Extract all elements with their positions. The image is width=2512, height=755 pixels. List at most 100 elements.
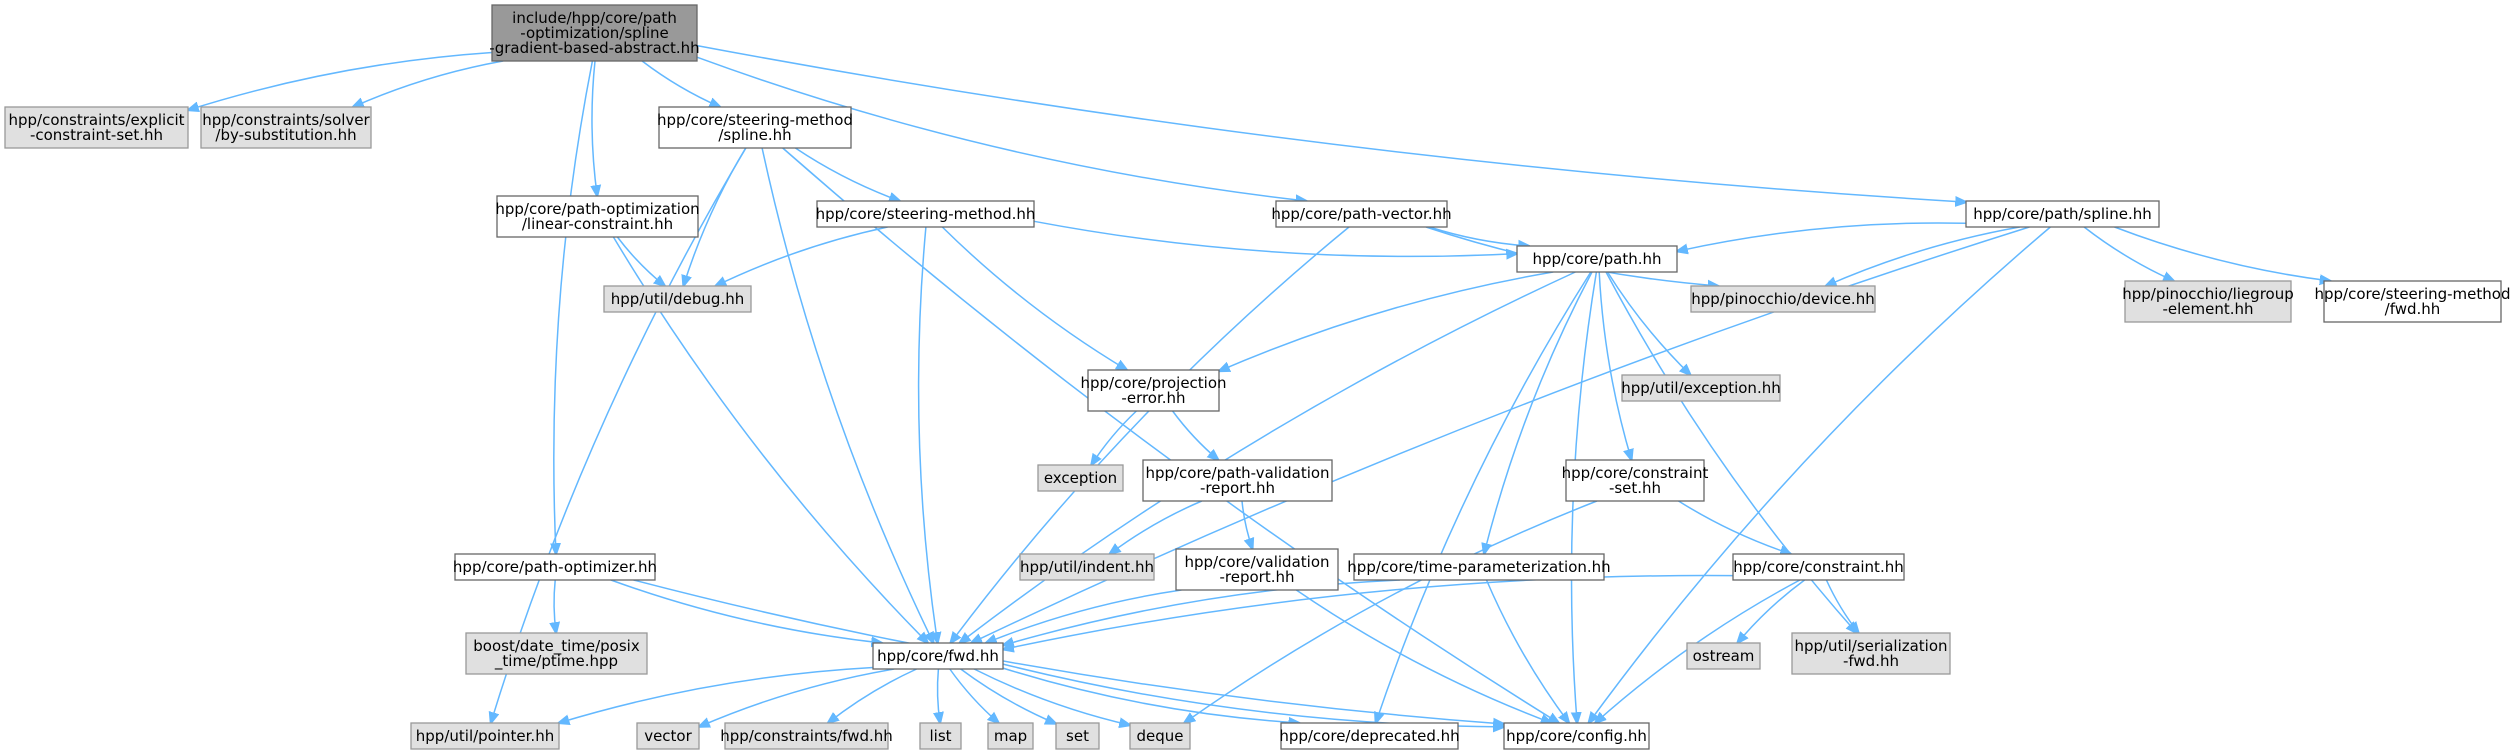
node-label-line: vector bbox=[644, 727, 692, 745]
node-explicit: hpp/constraints/explicit-constraint-set.… bbox=[4, 106, 189, 149]
edge-fwd-to-set bbox=[960, 668, 1056, 724]
node-serial: hpp/util/serialization-fwd.hh bbox=[1791, 632, 1951, 675]
node-box-constraint bbox=[1732, 553, 1905, 581]
node-box-root bbox=[491, 4, 698, 62]
node-box-liegroup bbox=[2124, 280, 2292, 323]
node-steering[interactable]: hpp/core/steering-method.hh bbox=[816, 200, 1036, 228]
node-label-line: hpp/core/steering-method bbox=[657, 111, 853, 129]
edge-path-to-utilexc bbox=[1606, 271, 1691, 375]
node-label-line: hpp/core/time-parameterization.hh bbox=[1347, 558, 1610, 576]
node-label-line: list bbox=[929, 727, 951, 745]
node-label-line: hpp/pinocchio/device.hh bbox=[1691, 290, 1874, 308]
edge-root-to-pathvector bbox=[696, 56, 1306, 201]
edge-steering-to-fwd bbox=[917, 226, 938, 643]
node-timeparam[interactable]: hpp/core/time-parameterization.hh bbox=[1347, 553, 1611, 581]
node-constraint[interactable]: hpp/core/constraint.hh bbox=[1732, 553, 1905, 581]
node-smspline[interactable]: hpp/core/steering-method/spline.hh bbox=[657, 106, 853, 149]
node-config[interactable]: hpp/core/config.hh bbox=[1503, 722, 1650, 750]
node-set: set bbox=[1055, 722, 1100, 750]
node-box-pathopt bbox=[454, 553, 656, 581]
edge-root-to-lincon bbox=[592, 60, 597, 196]
node-box-ostream bbox=[1686, 642, 1761, 670]
node-label-line: /linear-constraint.hh bbox=[522, 215, 673, 233]
edge-constraint-to-fwd bbox=[1003, 574, 1734, 649]
node-label-line: hpp/pinocchio/liegroup bbox=[2122, 285, 2294, 303]
edge-fwd-to-consfwd bbox=[828, 668, 917, 723]
edge-root-to-smspline bbox=[641, 60, 720, 107]
edge-pathvector-to-path bbox=[1429, 226, 1530, 246]
node-box-deque bbox=[1129, 722, 1191, 750]
edge-valreport-to-fwd bbox=[986, 589, 1182, 643]
node-label-line: -set.hh bbox=[1609, 479, 1661, 497]
node-label-line: hpp/util/serialization bbox=[1794, 637, 1947, 655]
node-deprecated[interactable]: hpp/core/deprecated.hh bbox=[1279, 722, 1460, 750]
edge-path-to-serial bbox=[1605, 271, 1857, 633]
edge-lincon-to-debug bbox=[616, 236, 665, 286]
node-box-indent bbox=[1019, 553, 1155, 581]
node-box-vector bbox=[636, 722, 700, 750]
edge-path-to-conset bbox=[1598, 271, 1631, 460]
edge-fwd-to-list bbox=[938, 668, 941, 723]
node-label-line: -element.hh bbox=[2162, 300, 2253, 318]
node-label-line: hpp/core/constraint bbox=[1562, 464, 1709, 482]
edge-path-to-deprecated bbox=[1376, 271, 1592, 723]
edge-steering-to-path bbox=[1033, 220, 1517, 256]
node-label-line: hpp/util/pointer.hh bbox=[416, 727, 554, 745]
node-lincon[interactable]: hpp/core/path-optimization/linear-constr… bbox=[495, 195, 700, 238]
node-projerr[interactable]: hpp/core/projection-error.hh bbox=[1080, 369, 1227, 412]
node-label-line: ostream bbox=[1693, 647, 1755, 665]
node-box-utilexc bbox=[1621, 374, 1781, 402]
node-boostdt: boost/date_time/posix_time/ptime.hpp bbox=[465, 632, 648, 675]
edge-pathspline-to-config bbox=[1589, 226, 2051, 723]
node-label-line: hpp/core/steering-method bbox=[2314, 285, 2510, 303]
node-valreport[interactable]: hpp/core/validation-report.hh bbox=[1175, 548, 1339, 591]
node-map: map bbox=[987, 722, 1034, 750]
node-pvreport[interactable]: hpp/core/path-validation-report.hh bbox=[1142, 459, 1333, 502]
node-label-line: /spline.hh bbox=[718, 126, 791, 144]
node-box-smfwd bbox=[2323, 280, 2502, 323]
node-label-line: hpp/core/path/spline.hh bbox=[1973, 205, 2152, 223]
edge-timeparam-to-fwd bbox=[1003, 579, 1401, 645]
node-box-map bbox=[987, 722, 1034, 750]
edge-projerr-to-pvreport bbox=[1171, 410, 1219, 460]
node-vector: vector bbox=[636, 722, 700, 750]
node-list: list bbox=[919, 722, 962, 750]
node-pathvector[interactable]: hpp/core/path-vector.hh bbox=[1271, 200, 1452, 228]
node-box-exception bbox=[1037, 464, 1124, 492]
node-box-fwd bbox=[872, 642, 1004, 670]
node-label-line: include/hpp/core/path bbox=[512, 9, 677, 27]
node-box-pathspline bbox=[1965, 200, 2160, 228]
node-deque: deque bbox=[1129, 722, 1191, 750]
node-label-line: deque bbox=[1136, 727, 1183, 745]
edge-smspline-to-config bbox=[782, 147, 1559, 723]
node-fwd[interactable]: hpp/core/fwd.hh bbox=[872, 642, 1004, 670]
node-box-explicit bbox=[4, 106, 189, 149]
node-label-line: hpp/core/path-optimization bbox=[495, 200, 699, 218]
edge-root-to-pathopt bbox=[554, 60, 594, 554]
node-label-line: hpp/core/path-optimizer.hh bbox=[453, 558, 657, 576]
node-label-line: hpp/core/config.hh bbox=[1506, 727, 1647, 745]
node-pathspline[interactable]: hpp/core/path/spline.hh bbox=[1965, 200, 2160, 228]
node-box-path bbox=[1516, 245, 1678, 273]
node-root[interactable]: include/hpp/core/path-optimization/splin… bbox=[489, 4, 700, 62]
node-conset[interactable]: hpp/core/constraint-set.hh bbox=[1562, 459, 1709, 502]
node-smfwd[interactable]: hpp/core/steering-method/fwd.hh bbox=[2314, 280, 2511, 323]
node-box-list bbox=[919, 722, 962, 750]
node-box-timeparam bbox=[1353, 553, 1605, 581]
node-box-valreport bbox=[1175, 548, 1339, 591]
edge-steering-to-projerr bbox=[941, 226, 1127, 370]
node-box-solver bbox=[200, 106, 372, 149]
node-path[interactable]: hpp/core/path.hh bbox=[1516, 245, 1678, 273]
edge-pvreport-to-indent bbox=[1110, 500, 1203, 554]
node-box-deprecated bbox=[1280, 722, 1459, 750]
node-pathopt[interactable]: hpp/core/path-optimizer.hh bbox=[453, 553, 657, 581]
node-label-line: -error.hh bbox=[1121, 389, 1185, 407]
node-box-debug bbox=[603, 285, 752, 313]
edge-timeparam-to-config bbox=[1485, 579, 1570, 723]
node-label-line: hpp/core/deprecated.hh bbox=[1279, 727, 1459, 745]
edge-conset-to-deque bbox=[1184, 500, 1598, 723]
node-label-line: map bbox=[994, 727, 1027, 745]
edge-path-to-timeparam bbox=[1484, 271, 1593, 554]
node-pointer: hpp/util/pointer.hh bbox=[410, 722, 560, 750]
